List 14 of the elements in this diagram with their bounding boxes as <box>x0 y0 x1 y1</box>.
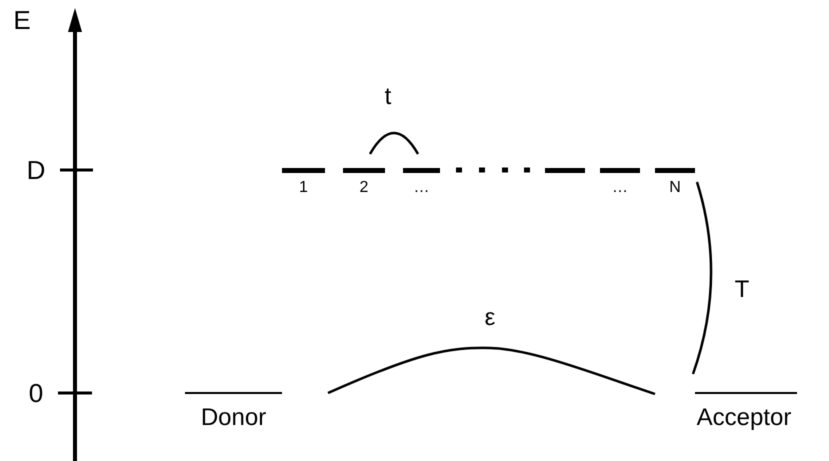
coupling-curve <box>328 346 656 396</box>
level-label: Donor <box>200 404 266 432</box>
level-label: 1 <box>299 179 308 197</box>
coupling-curve <box>368 132 420 155</box>
level-label: N <box>669 179 681 197</box>
level-label: … <box>414 179 430 197</box>
level-label: Acceptor <box>696 404 792 432</box>
energy-level <box>545 168 585 173</box>
axis-label: 0 <box>28 378 44 408</box>
axis-label: E <box>13 5 31 35</box>
coupling-curve <box>692 182 712 374</box>
level-label: … <box>612 179 628 197</box>
axis-label: D <box>26 155 46 185</box>
level-label: 2 <box>360 179 368 197</box>
